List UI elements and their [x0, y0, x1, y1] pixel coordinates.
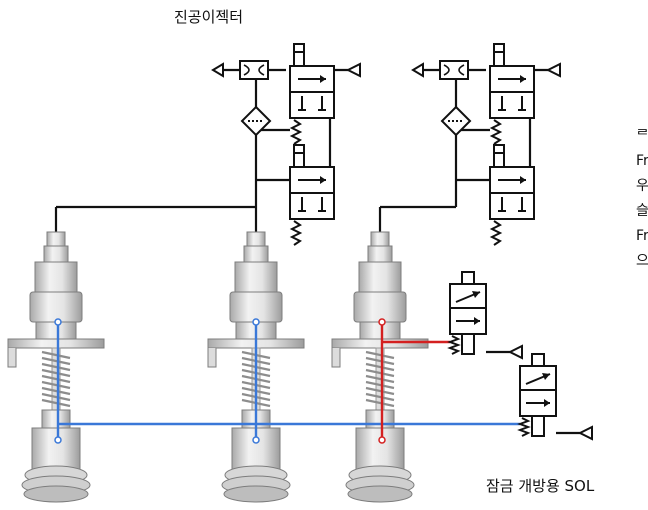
lock-solenoid-valve-icon [449, 271, 487, 355]
lock-release-valve [519, 353, 593, 441]
side-text-line: Fr [636, 228, 648, 244]
ejector-icon [239, 60, 269, 80]
lock-release-valve-icon [519, 353, 557, 437]
supply-triangle-icon [345, 62, 361, 78]
solenoid-valve-icon [289, 144, 335, 246]
lock-release-sol-label: 잠금 개방용 SOL [486, 477, 595, 495]
side-text-line: Fr [636, 153, 648, 169]
side-text-line: 으 [636, 253, 648, 269]
vacuum-circuit-left [54, 43, 361, 246]
side-text-line: ᄅ [636, 128, 648, 144]
side-text-line: 우 [636, 178, 648, 194]
solenoid-valve-icon [489, 43, 535, 145]
solenoid-valve-icon [289, 43, 335, 145]
supply-triangle-icon [545, 62, 561, 78]
unlock-air-line [54, 318, 520, 444]
vacuum-circuit-right [378, 43, 561, 246]
ejector-icon [439, 60, 469, 80]
vacuum-pad-unit [330, 230, 430, 504]
solenoid-valve-icon [489, 144, 535, 246]
exhaust-triangle-icon [412, 63, 424, 77]
side-text-line: 슬 [636, 203, 648, 219]
supply-triangle-icon [507, 344, 523, 360]
vacuum-pad-unit [6, 230, 106, 504]
exhaust-triangle-icon [212, 63, 224, 77]
supply-triangle-icon [577, 425, 593, 441]
vacuum-ejector-label: 진공이젝터 [174, 8, 244, 26]
lock-valve-upper [449, 271, 523, 360]
lock-air-line [378, 318, 450, 444]
